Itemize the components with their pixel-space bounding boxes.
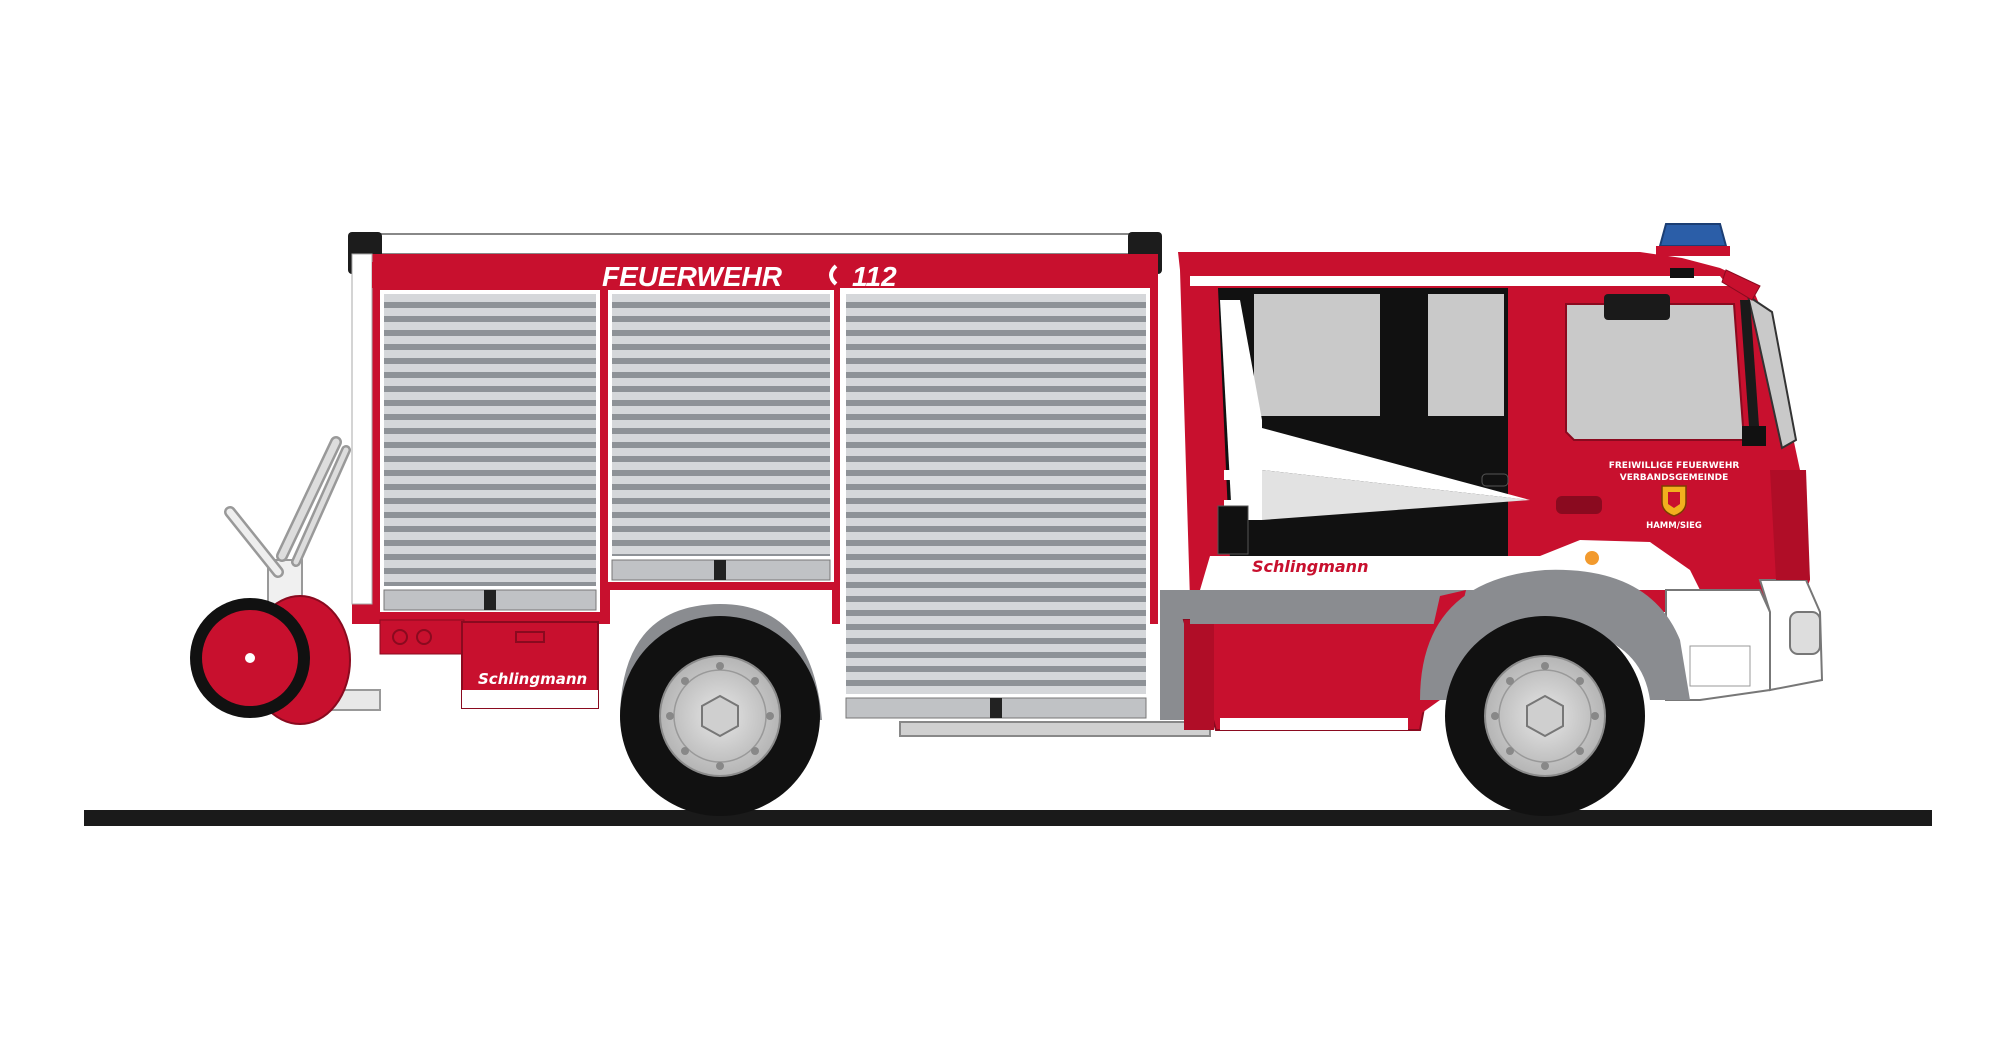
door-text-line-3: HAMM/SIEG (1646, 521, 1702, 531)
front-wheel (1445, 616, 1645, 816)
phone-icon (829, 264, 838, 286)
door-text-line-2: VERBANDSGEMEINDE (1620, 473, 1729, 483)
builder-logo-rear: Schlingmann (478, 670, 587, 688)
emergency-number: 112 (852, 261, 897, 292)
coat-of-arms-icon (1661, 485, 1687, 517)
cab-lower (1160, 590, 1550, 731)
ground-line (84, 810, 1932, 826)
rear-wheel (620, 616, 820, 816)
front-fender (1420, 569, 1690, 700)
door-text-line-1: FREIWILLIGE FEUERWEHR (1609, 461, 1740, 471)
equipment-body (348, 232, 1211, 737)
builder-logo-cab: Schlingmann (1252, 557, 1368, 576)
hose-reel (190, 436, 381, 725)
feuerwehr-sign: FEUERWEHR (602, 261, 783, 292)
